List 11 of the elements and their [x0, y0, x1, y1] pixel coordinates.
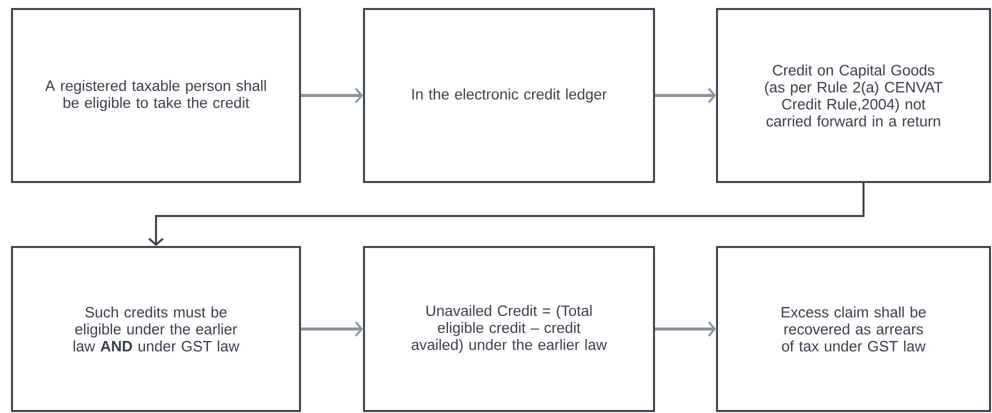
process-box: Credit on Capital Goods (as per Rule 2(a) CENVAT Credit Rule,2004) not carried forward in a return [716, 8, 991, 183]
process-box: Unavailed Credit = (Total eligible credit – credit availed) under the earlier law [363, 246, 655, 412]
arrow [655, 88, 716, 104]
process-box: In the electronic credit ledger [363, 8, 655, 183]
process-box: A registered taxable person shall be eligible to take the credit [11, 8, 301, 183]
process-box: Excess claim shall be recovered as arrears of tax under GST law [716, 246, 991, 412]
arrow [301, 88, 363, 104]
arrow [148, 183, 864, 246]
process-box: Such credits must be eligible under the earlier law AND under GST law [11, 246, 301, 412]
arrow [301, 321, 363, 337]
arrow [655, 321, 716, 337]
